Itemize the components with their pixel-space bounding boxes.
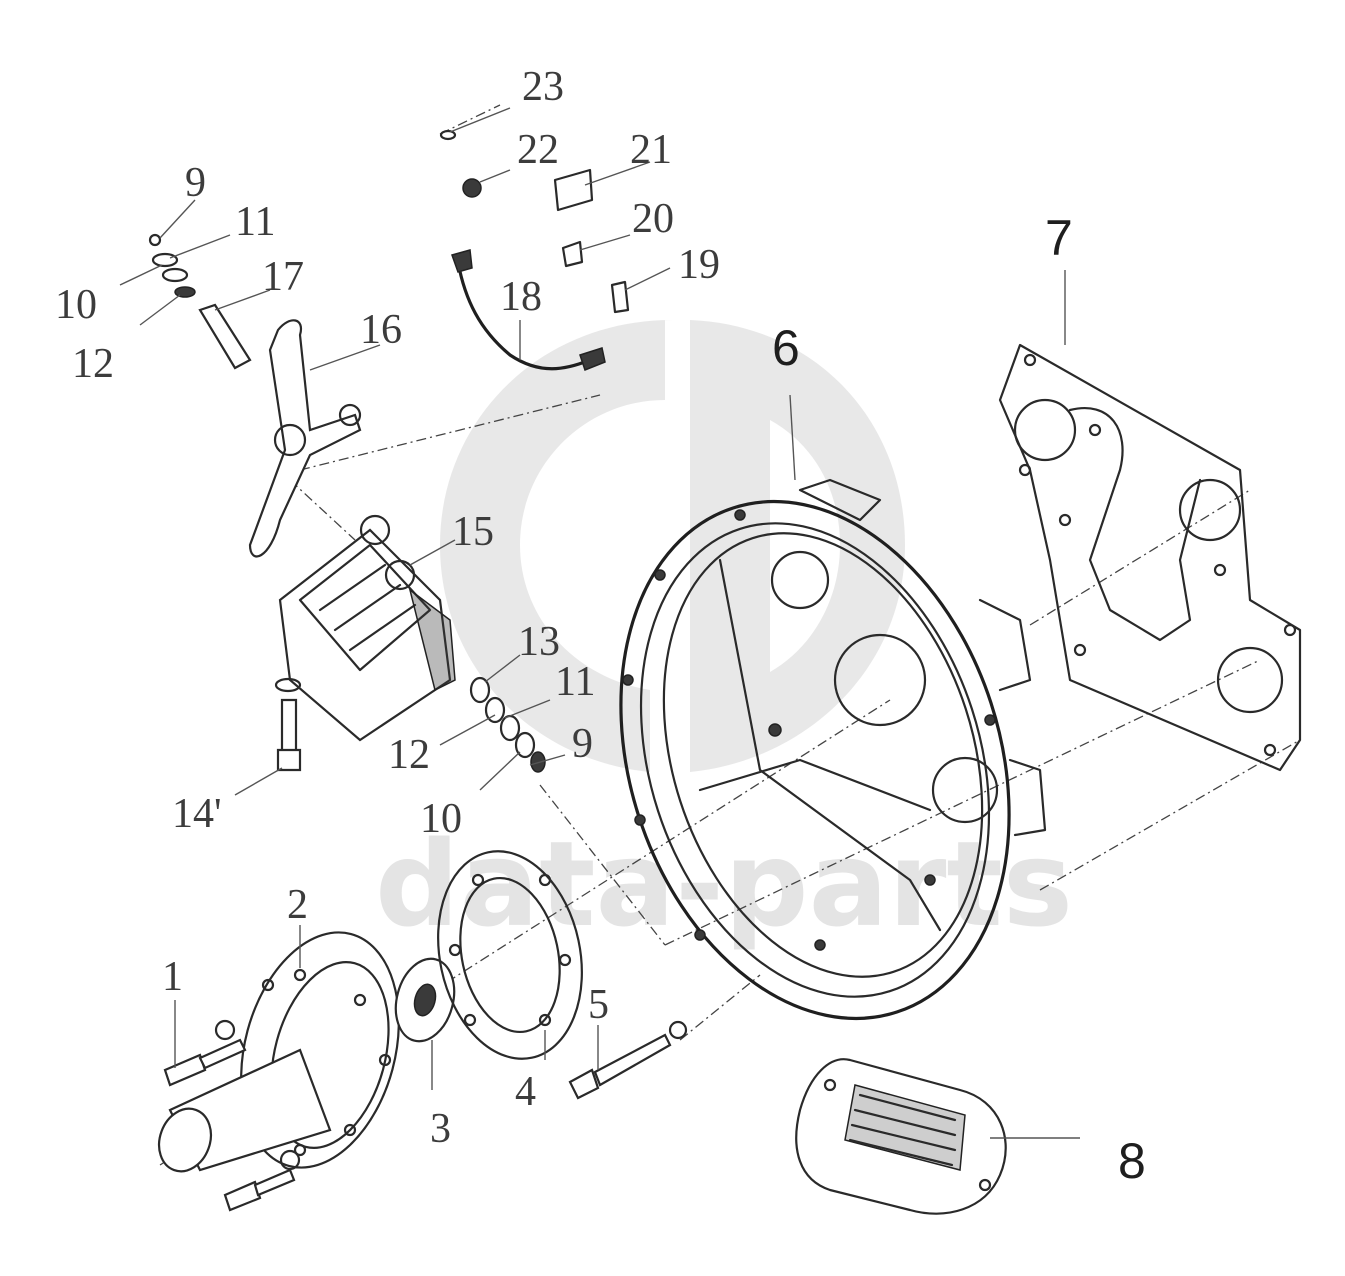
part-5-bolt: [568, 1020, 688, 1100]
part-16-lever: [248, 319, 362, 558]
part-18-pipe: [451, 249, 606, 371]
parts-19-23-fittings: [439, 129, 630, 314]
callout-15: 15: [452, 509, 494, 555]
part-1-bolts: [163, 1019, 301, 1212]
watermark-logo: [440, 320, 905, 772]
leader-lines: [119, 107, 1080, 1139]
callout-12-lower: 12: [388, 732, 430, 778]
part-3-seal-ring: [394, 957, 456, 1043]
callout-12-upper: 12: [72, 341, 114, 387]
callout-23: 23: [522, 64, 564, 110]
callout-2: 2: [287, 882, 308, 928]
callout-11-upper: 11: [235, 199, 275, 245]
callout-21: 21: [630, 127, 672, 173]
callout-9-upper: 9: [185, 160, 206, 206]
callout-19: 19: [678, 242, 720, 288]
part-4-gasket-ring: [437, 850, 583, 1060]
parts-9-12-upper: [148, 233, 196, 298]
part-15-bracket: [278, 514, 456, 742]
part-14-bolt: [274, 677, 302, 772]
callout-7: 7: [1045, 210, 1073, 266]
callout-1: 1: [162, 954, 183, 1000]
callout-10-lower: 10: [420, 796, 462, 842]
callout-8: 8: [1118, 1133, 1146, 1189]
part-8-inspection-cover: [795, 1058, 1007, 1215]
callout-9-lower: 9: [572, 721, 593, 767]
callout-11-lower: 11: [555, 659, 595, 705]
callout-14: 14': [172, 791, 222, 837]
callout-6: 6: [772, 320, 800, 376]
callout-3: 3: [430, 1106, 451, 1152]
callout-18: 18: [500, 274, 542, 320]
callout-16: 16: [360, 307, 402, 353]
callout-labels: 23 22 21 20 19 18 9 11 10 17 12 16 15 13…: [55, 64, 1146, 1189]
callout-10-upper: 10: [55, 282, 97, 328]
callout-17: 17: [262, 254, 304, 300]
callout-4: 4: [515, 1069, 536, 1115]
part-7-gasket: [998, 343, 1302, 772]
callout-5: 5: [588, 982, 609, 1028]
part-6-flywheel-housing: [619, 478, 1047, 1021]
callout-22: 22: [517, 127, 559, 173]
part-2-flange-housing: [157, 931, 400, 1173]
callout-13: 13: [518, 619, 560, 665]
part-17-pin: [198, 303, 252, 370]
callout-20: 20: [632, 196, 674, 242]
